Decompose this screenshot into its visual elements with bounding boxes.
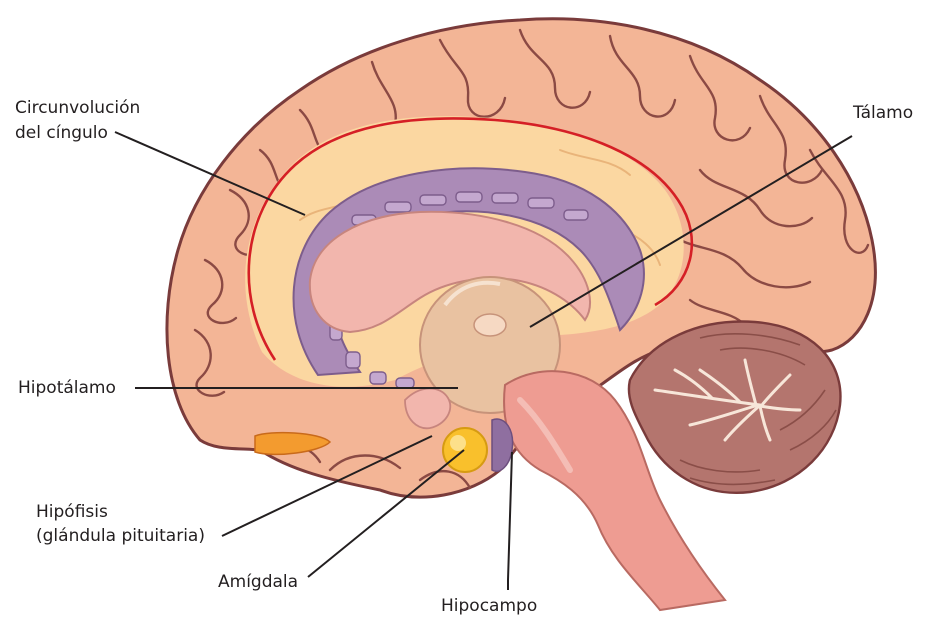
brainstem [503,370,727,612]
label-amygdala: Amígdala [218,572,299,592]
leader-lines [114,131,853,590]
hippocampus-shape [491,418,514,472]
label-pituitary-line2: (glándula pituitaria) [36,526,205,546]
label-hypothalamus: Hipotálamo [18,378,116,398]
leader-pituitary [221,435,433,537]
cingulate-outline [247,117,694,361]
orbital-gyrus [254,431,332,456]
leader-cingulate [114,131,306,216]
leader-thalamus [529,135,853,328]
leader-amygdala [307,449,465,578]
hypothalamus-shape [404,387,452,430]
pituitary-shape [442,427,488,473]
label-pituitary-line1: Hipófisis [36,502,108,522]
label-cingulate-line2: del cíngulo [15,123,108,143]
leader-hippocampus [507,451,513,590]
label-thalamus: Tálamo [853,103,914,123]
label-hippocampus: Hipocampo [441,596,538,616]
cerebellum [627,320,842,495]
label-cingulate-line1: Circunvolución [15,98,141,118]
